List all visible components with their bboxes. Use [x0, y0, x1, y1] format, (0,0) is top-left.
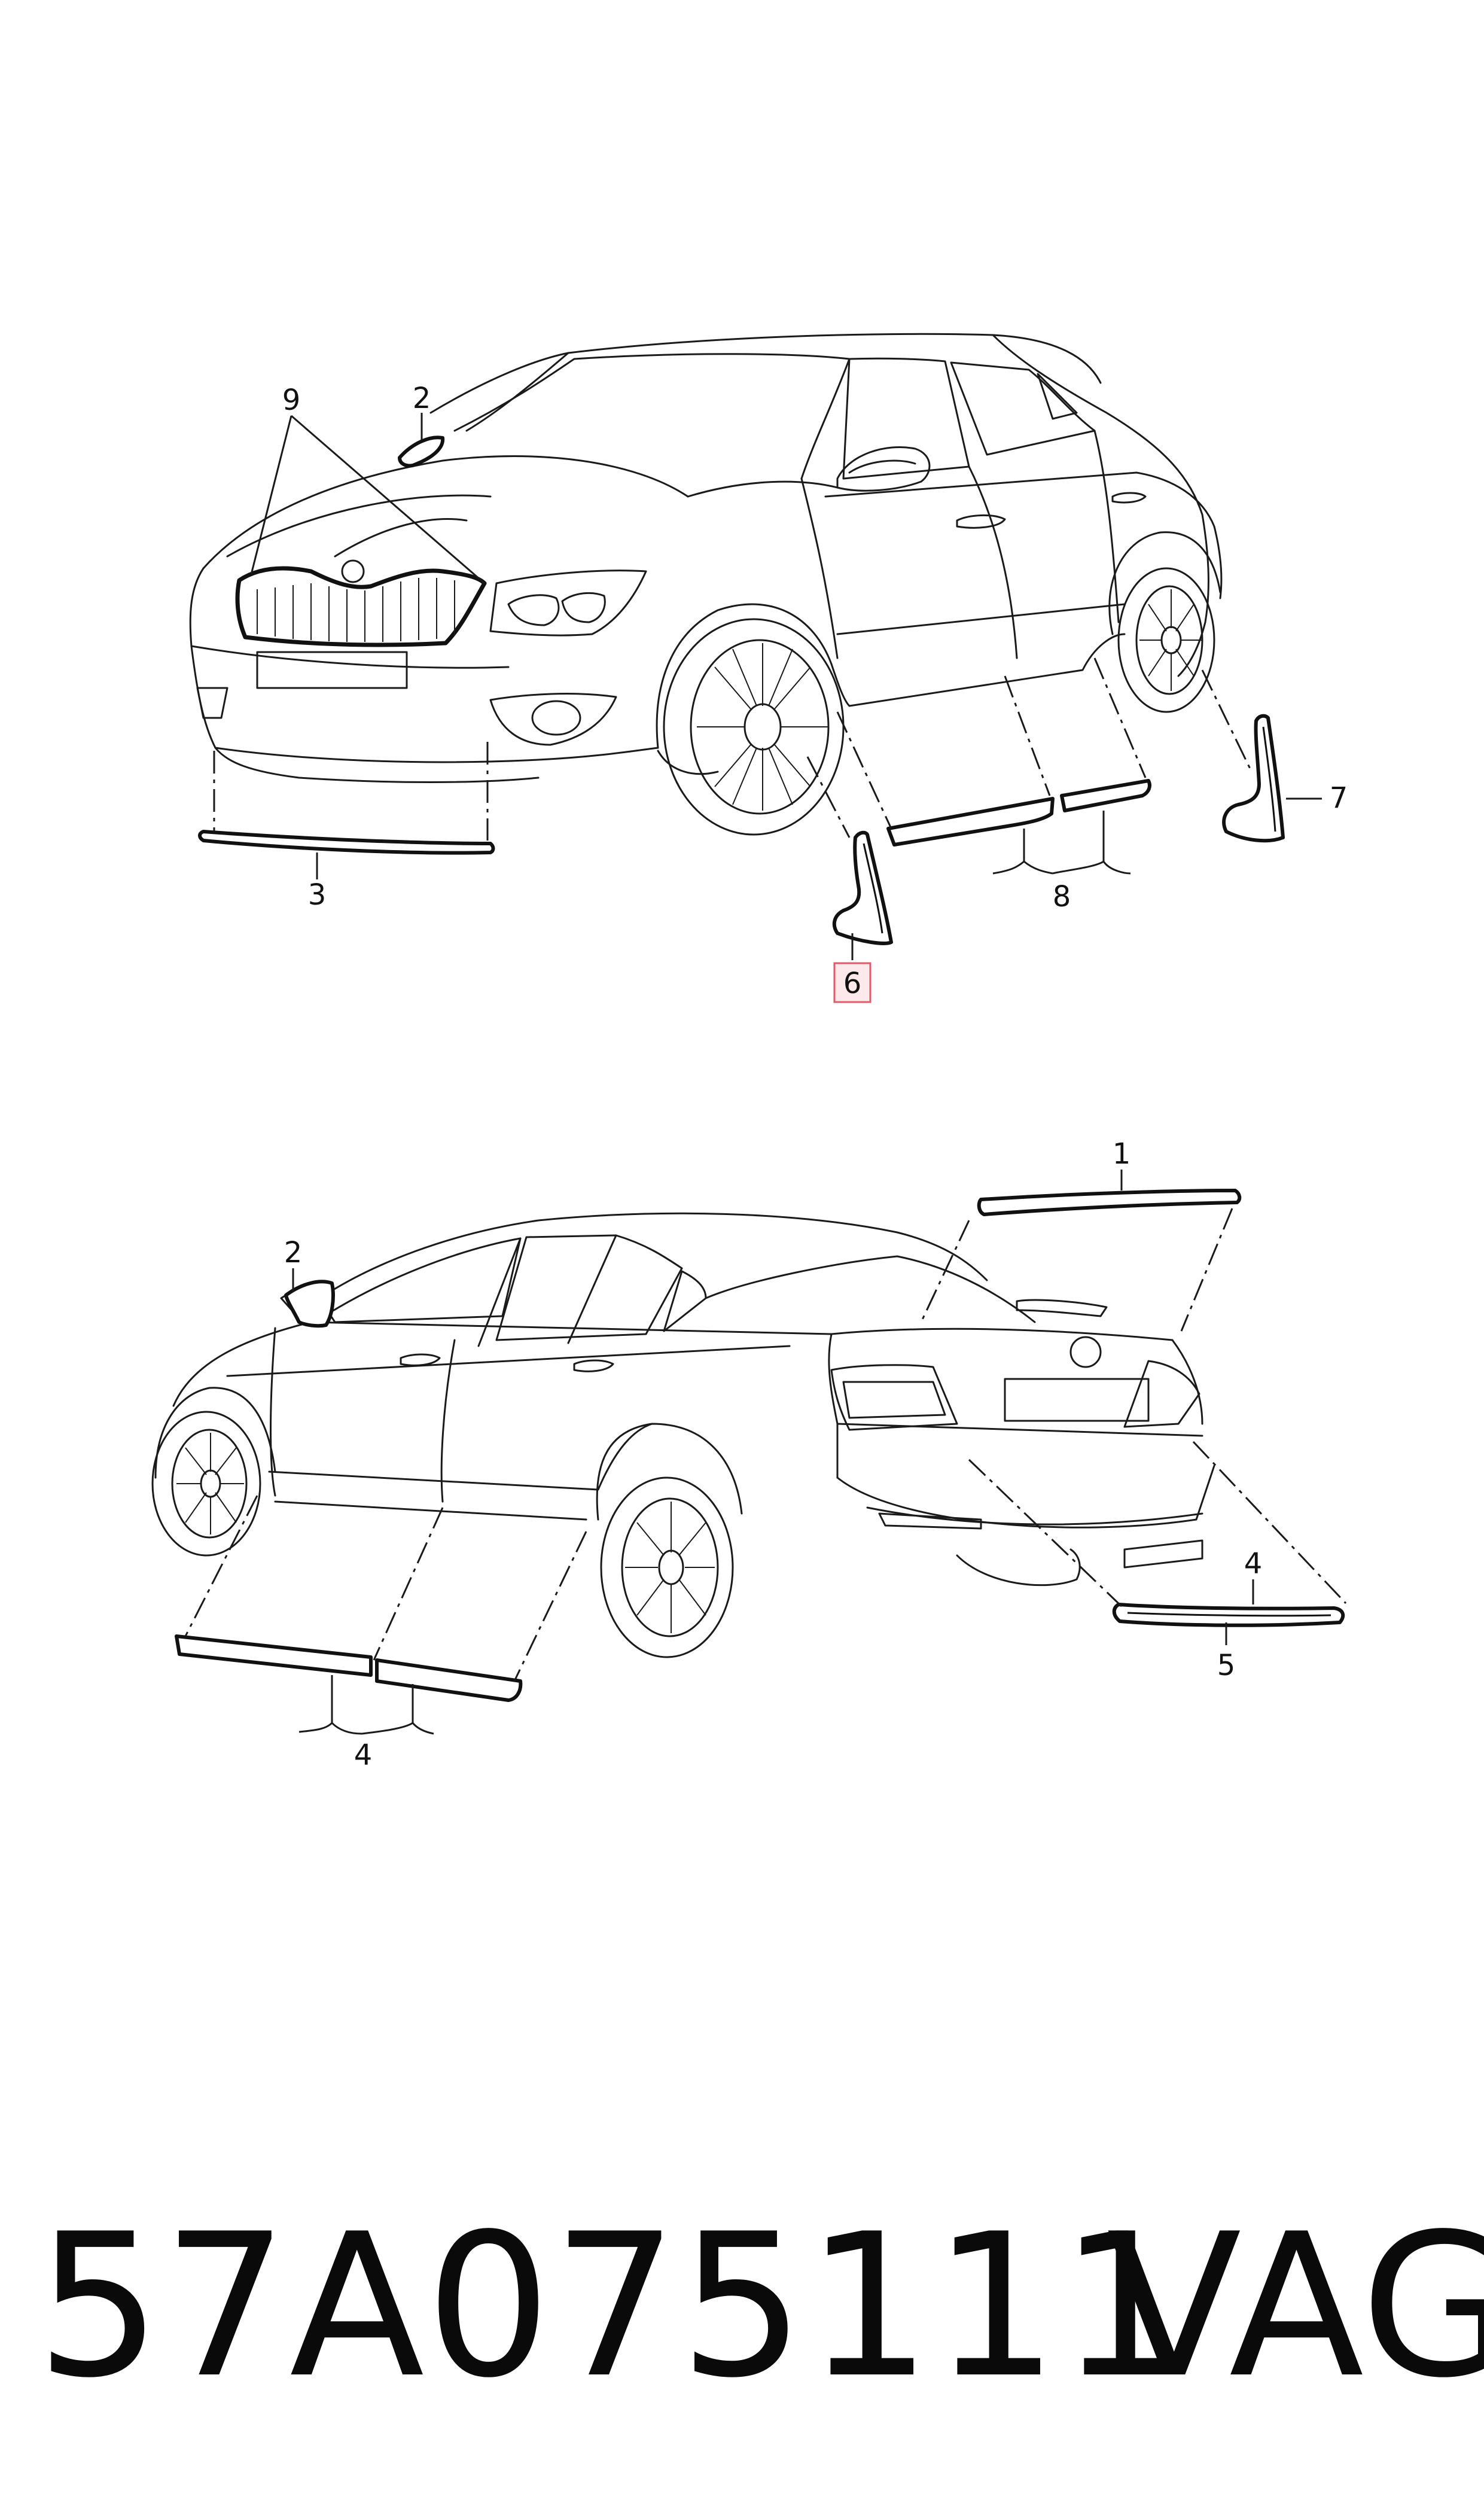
callout-6[interactable]: 6: [843, 967, 862, 1000]
callout-2-rear[interactable]: 2: [284, 1236, 303, 1269]
callout-6-highlight: [833, 962, 871, 1003]
front-view-car: [189, 333, 1223, 836]
front-view-parts: [198, 413, 1322, 960]
callout-5[interactable]: 5: [1217, 1649, 1236, 1682]
callout-1[interactable]: 1: [1113, 1137, 1131, 1171]
callout-3[interactable]: 3: [308, 878, 327, 912]
callout-2-front[interactable]: 2: [413, 382, 431, 415]
brand-text: VAG: [1107, 2191, 1484, 2421]
rear-view-callouts: 1 2 4 4 5: [284, 1137, 1263, 1772]
callout-4-side[interactable]: 4: [354, 1738, 373, 1772]
callout-4-rear[interactable]: 4: [1244, 1547, 1263, 1581]
callout-9[interactable]: 9: [282, 383, 301, 417]
rear-view-parts: [175, 1170, 1347, 1735]
part-number-text: 57A075111: [36, 2191, 1187, 2421]
callout-7[interactable]: 7: [1330, 781, 1348, 815]
rear-view-car: [151, 1212, 1215, 1658]
front-view-callouts: 9 2 3 6 7 8: [282, 382, 1348, 1003]
callout-8[interactable]: 8: [1053, 880, 1071, 914]
